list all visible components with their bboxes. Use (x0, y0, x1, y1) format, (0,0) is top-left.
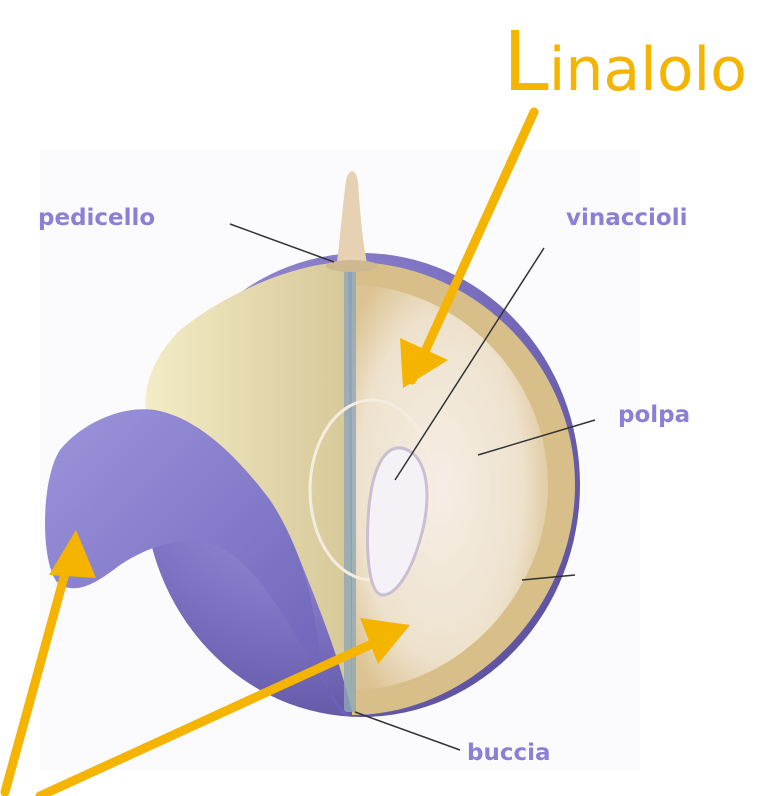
title-initial: L (503, 15, 549, 110)
label-polpa: polpa (618, 402, 690, 428)
title-rest: inalolo (549, 35, 747, 105)
central-axis (344, 262, 356, 712)
label-pedicello: pedicello (38, 205, 155, 231)
label-vinaccioli: vinaccioli (566, 205, 688, 231)
label-buccia: buccia (467, 740, 551, 766)
page-title: Linalolo (503, 22, 747, 105)
